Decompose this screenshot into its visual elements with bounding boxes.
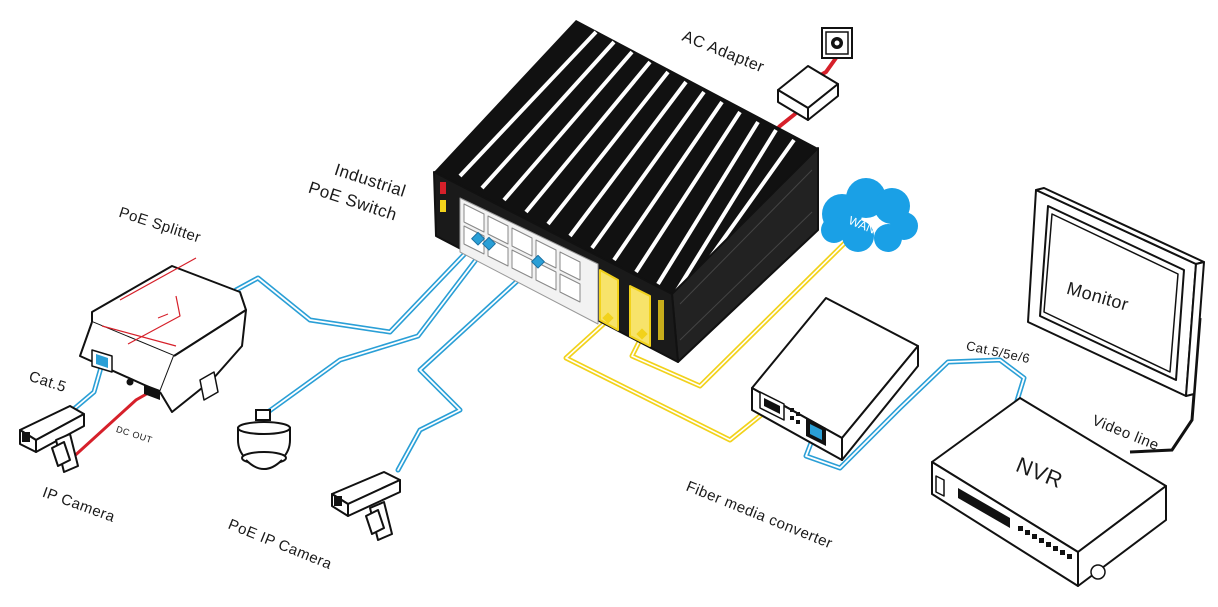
cable-switch-bullet [395,259,541,473]
poe-switch-icon [433,20,819,363]
switch-sfp-ports [599,269,651,347]
ethernet-cables [65,237,1027,473]
media-converter-icon [751,297,919,461]
cable-splitter-camera [65,361,105,417]
switch-blue-plugs [471,231,545,269]
fiber-cables [563,226,862,443]
wan-cloud-icon: WAN [821,178,918,252]
cable-switch-splitter [233,237,481,335]
dome-camera-icon [237,409,291,470]
monitor-icon [1027,187,1205,397]
poe-splitter-icon [74,257,247,413]
ac-adapter-icon [777,65,839,121]
power-outlet-icon [821,27,853,59]
switch-leds [440,182,664,340]
bullet-camera-icon [331,471,401,541]
ip-camera-icon [19,405,85,473]
dc-out-cable [68,390,152,462]
nvr-icon [931,397,1167,587]
